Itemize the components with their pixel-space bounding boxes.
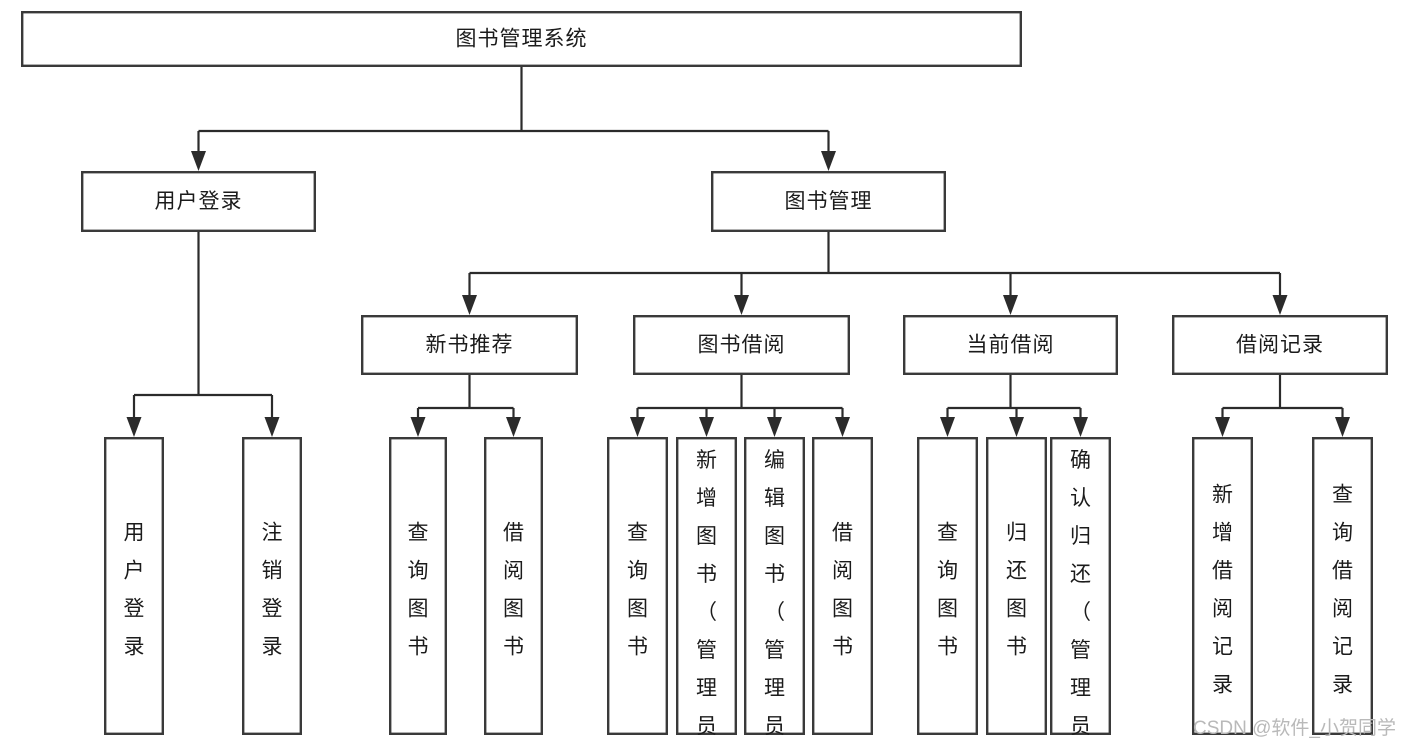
node-box-确认归还管理员[interactable] <box>1049 437 1111 736</box>
bookmgmt-fan-arrow-icon-2 <box>1003 295 1018 315</box>
当前借阅-fan-arrow-icon-1 <box>1009 417 1024 437</box>
node-box-新增图书管理员[interactable] <box>676 437 738 736</box>
root-node-图书管理系统[interactable]: 图书管理系统 <box>21 10 1022 67</box>
level3-node-新书推荐[interactable]: 新书推荐 <box>361 315 579 376</box>
借阅记录-fan-arrow-icon-0 <box>1215 417 1230 437</box>
图书借阅-fan-arrow-icon-2 <box>767 417 782 437</box>
level3-node-图书借阅[interactable]: 图书借阅 <box>633 315 851 376</box>
node-label-编辑图书管理员: 编辑图书（管理员） <box>764 449 785 747</box>
当前借阅-fan-arrow-icon-2 <box>1073 417 1088 437</box>
leaf-node-7[interactable]: 借阅图书 <box>812 437 874 736</box>
node-label-新书推荐: 新书推荐 <box>426 334 514 357</box>
node-label-确认归还管理员: 确认归还（管理员） <box>1070 449 1091 747</box>
node-box-借阅记录[interactable] <box>1171 315 1388 376</box>
node-box-新增借阅记录[interactable] <box>1191 437 1253 736</box>
bookmgmt-fan-arrow-icon-1 <box>734 295 749 315</box>
node-box-图书管理系统[interactable] <box>21 10 1022 67</box>
node-box-查询借阅记录[interactable] <box>1311 437 1373 736</box>
bookmgmt-fan-arrow-icon-3 <box>1272 295 1288 315</box>
node-label-当前借阅: 当前借阅 <box>967 334 1055 357</box>
新书推荐-fan-arrow-icon-1 <box>506 417 521 437</box>
level3-node-当前借阅[interactable]: 当前借阅 <box>903 315 1119 376</box>
新书推荐-fan-arrow-icon-0 <box>410 417 426 437</box>
图书借阅-fan-arrow-icon-1 <box>699 417 714 437</box>
当前借阅-fan-arrow-icon-0 <box>940 417 955 437</box>
node-box-图书管理[interactable] <box>711 170 947 232</box>
node-box-编辑图书管理员[interactable] <box>744 437 806 736</box>
level2-node-图书管理[interactable]: 图书管理 <box>711 170 947 232</box>
图书借阅-fan-arrow-icon-3 <box>835 417 850 437</box>
node-box-借阅图书[interactable] <box>812 437 874 736</box>
node-label-用户登录: 用户登录 <box>124 522 145 659</box>
userlogin-fan-arrow-icon-0 <box>126 417 142 437</box>
node-label-图书借阅: 图书借阅 <box>698 334 786 357</box>
node-box-注销登录[interactable] <box>241 437 302 736</box>
leaf-node-10[interactable]: 确认归还（管理员） <box>1049 437 1111 747</box>
node-box-查询图书[interactable] <box>607 437 669 736</box>
leaf-node-11[interactable]: 新增借阅记录 <box>1191 437 1253 736</box>
node-label-图书管理系统: 图书管理系统 <box>456 28 588 51</box>
leaf-node-9[interactable]: 归还图书 <box>986 437 1048 736</box>
node-label-借阅图书: 借阅图书 <box>832 522 853 659</box>
node-label-查询图书: 查询图书 <box>408 522 429 659</box>
node-box-当前借阅[interactable] <box>903 315 1119 376</box>
level3-node-借阅记录[interactable]: 借阅记录 <box>1171 315 1388 376</box>
root-fan-arrow-icon-1 <box>821 151 836 171</box>
leaf-node-4[interactable]: 查询图书 <box>607 437 669 736</box>
图书借阅-fan-arrow-icon-0 <box>630 417 645 437</box>
node-label-用户登录: 用户登录 <box>155 190 243 213</box>
node-layer: 图书管理系统用户登录图书管理新书推荐图书借阅当前借阅借阅记录用户登录注销登录查询… <box>21 10 1388 747</box>
userlogin-fan-arrow-icon-1 <box>264 417 280 437</box>
node-label-借阅图书: 借阅图书 <box>503 522 524 659</box>
leaf-node-3[interactable]: 借阅图书 <box>484 437 544 736</box>
root-fan-arrow-icon-0 <box>191 151 206 171</box>
node-label-借阅记录: 借阅记录 <box>1236 334 1324 357</box>
node-label-查询图书: 查询图书 <box>627 522 648 659</box>
connector-layer <box>126 67 1350 437</box>
node-box-图书借阅[interactable] <box>633 315 851 376</box>
leaf-node-1[interactable]: 注销登录 <box>241 437 302 736</box>
leaf-node-12[interactable]: 查询借阅记录 <box>1311 437 1373 736</box>
node-label-新增图书管理员: 新增图书（管理员） <box>696 449 717 747</box>
node-box-查询图书[interactable] <box>389 437 448 736</box>
node-label-查询图书: 查询图书 <box>937 522 958 659</box>
借阅记录-fan-arrow-icon-1 <box>1335 417 1350 437</box>
node-box-查询图书[interactable] <box>917 437 979 736</box>
leaf-node-6[interactable]: 编辑图书（管理员） <box>744 437 806 747</box>
leaf-node-5[interactable]: 新增图书（管理员） <box>676 437 738 747</box>
leaf-node-2[interactable]: 查询图书 <box>389 437 448 736</box>
level2-node-用户登录[interactable]: 用户登录 <box>80 170 317 232</box>
node-box-用户登录[interactable] <box>103 437 164 736</box>
leaf-node-0[interactable]: 用户登录 <box>103 437 164 736</box>
node-box-归还图书[interactable] <box>986 437 1048 736</box>
node-label-查询借阅记录: 查询借阅记录 <box>1332 484 1353 697</box>
node-box-用户登录[interactable] <box>80 170 317 232</box>
node-box-借阅图书[interactable] <box>484 437 544 736</box>
node-label-图书管理: 图书管理 <box>785 190 873 213</box>
leaf-node-8[interactable]: 查询图书 <box>917 437 979 736</box>
node-box-新书推荐[interactable] <box>361 315 579 376</box>
node-label-新增借阅记录: 新增借阅记录 <box>1212 484 1233 697</box>
node-label-注销登录: 注销登录 <box>262 522 283 659</box>
bookmgmt-fan-arrow-icon-0 <box>462 295 477 315</box>
watermark-label: CSDN @软件_小贺同学 <box>1193 717 1396 739</box>
node-label-归还图书: 归还图书 <box>1006 522 1027 659</box>
